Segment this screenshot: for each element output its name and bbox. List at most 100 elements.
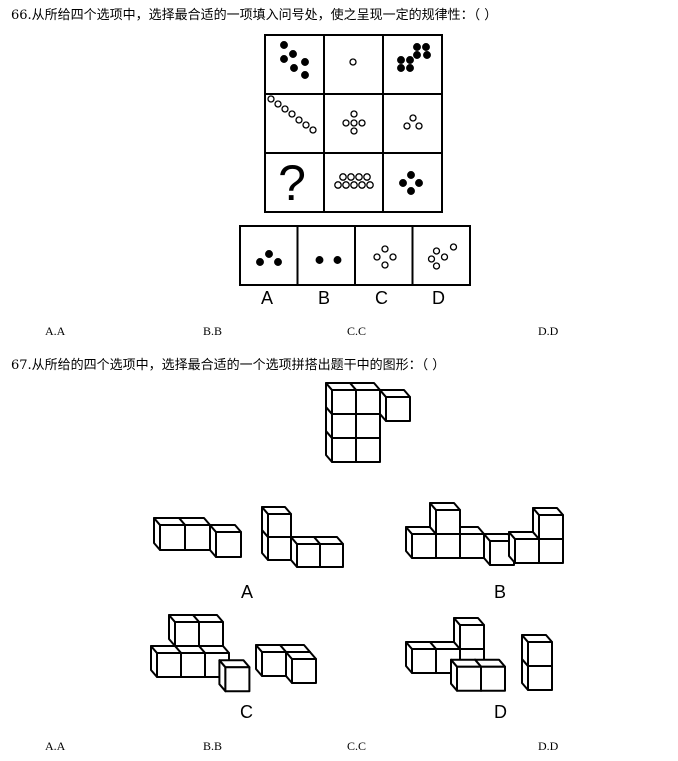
q66-answer-d[interactable]: D.D	[538, 324, 559, 338]
black-dot	[407, 187, 415, 195]
q67-option-label-d: D	[494, 702, 507, 722]
cube-top	[532, 507, 564, 516]
white-circle	[350, 110, 358, 118]
black-dot	[406, 56, 414, 64]
cube-front	[538, 514, 564, 540]
cube-front	[480, 665, 506, 692]
option-c-piece-2	[255, 644, 317, 684]
q66-answer-a[interactable]: A.A	[45, 324, 66, 338]
white-circle	[274, 100, 282, 108]
cube-front	[355, 413, 381, 439]
white-circle	[427, 255, 436, 263]
white-circle	[355, 173, 363, 181]
white-circle	[342, 181, 350, 189]
white-circle	[389, 253, 397, 261]
cube-front	[435, 509, 461, 535]
black-dot	[289, 50, 297, 58]
black-dot	[280, 41, 288, 49]
white-circle	[288, 110, 296, 118]
black-dot	[301, 58, 309, 66]
cube-top	[218, 659, 251, 669]
white-circle	[363, 173, 371, 181]
cube-front	[527, 641, 553, 667]
black-dot	[290, 64, 298, 72]
matrix-cell	[382, 34, 443, 95]
cube-front	[331, 389, 357, 415]
white-circle	[302, 121, 310, 129]
cube-front	[331, 437, 357, 463]
cube-top	[209, 524, 242, 533]
cube-top	[521, 634, 553, 643]
cube-front	[459, 624, 485, 650]
black-dot	[265, 250, 273, 258]
black-dot	[422, 43, 430, 51]
cube-front	[296, 543, 321, 568]
cube-top	[168, 614, 200, 623]
q66-answer-c[interactable]: C.C	[347, 324, 367, 338]
cube-front	[291, 658, 317, 684]
matrix-cell	[382, 93, 443, 154]
cube-top	[379, 389, 411, 398]
black-dot	[280, 55, 288, 63]
cube-front	[224, 666, 251, 693]
white-circle	[373, 253, 381, 261]
q66-option-label-d: D	[432, 288, 445, 308]
white-circle	[381, 261, 389, 269]
q67-answer-d[interactable]: D.D	[538, 739, 559, 753]
cube-front	[385, 396, 411, 422]
q67-option-label-b: B	[494, 582, 507, 602]
q66-answer-b[interactable]: B.B	[203, 324, 223, 338]
question-66-matrix-figure	[264, 34, 443, 213]
cube-front	[411, 533, 437, 559]
cube-top	[453, 617, 485, 626]
question-67-text: 67.从所给的四个选项中，选择最合适的一个选项拼搭出题干中的图形：（ ）	[11, 358, 446, 373]
black-dot	[407, 171, 415, 179]
black-dot	[397, 56, 405, 64]
white-circle	[403, 122, 411, 130]
black-dot	[406, 64, 414, 72]
matrix-cell	[264, 152, 325, 213]
black-dot	[256, 258, 264, 266]
cube-front	[180, 652, 206, 678]
question-66-text: 66.从所给四个选项中，选择最合适的一项填入问号处，使之呈现一定的规律性：（ ）	[11, 8, 498, 23]
cube-front	[459, 533, 485, 559]
cube-front	[215, 531, 242, 558]
q67-answer-c[interactable]: C.C	[347, 739, 367, 753]
white-circle	[440, 253, 449, 261]
black-dot	[274, 258, 282, 266]
cube-front	[331, 413, 357, 439]
question-67-cube-figures	[150, 382, 564, 693]
cube-front	[527, 665, 553, 691]
white-circle	[409, 114, 417, 122]
cube-top	[153, 517, 186, 526]
black-dot	[423, 51, 431, 59]
white-circle	[339, 173, 347, 181]
white-circle	[449, 243, 458, 251]
white-circle	[350, 127, 358, 135]
cube-front	[159, 524, 186, 551]
cube-top	[150, 645, 182, 654]
cube-front	[198, 621, 224, 647]
white-circle	[381, 245, 389, 253]
cube-top	[325, 382, 357, 391]
option-d-piece-1	[405, 617, 506, 692]
option-a-piece-2	[261, 506, 344, 568]
cube-front	[319, 543, 344, 568]
cube-top	[285, 651, 317, 660]
cube-top	[429, 502, 461, 511]
q67-answer-a[interactable]: A.A	[45, 739, 66, 753]
q67-option-label-a: A	[241, 582, 254, 602]
white-circle	[309, 126, 317, 134]
black-dot	[399, 179, 407, 187]
cube-front	[514, 538, 540, 564]
white-circle	[334, 181, 342, 189]
q67-answer-b[interactable]: B.B	[203, 739, 223, 753]
option-box	[296, 225, 356, 286]
option-d-piece-2	[521, 634, 553, 691]
cube-front	[355, 389, 381, 415]
cube-front	[411, 648, 437, 674]
q66-option-label-c: C	[375, 288, 388, 308]
white-circle	[358, 119, 366, 127]
